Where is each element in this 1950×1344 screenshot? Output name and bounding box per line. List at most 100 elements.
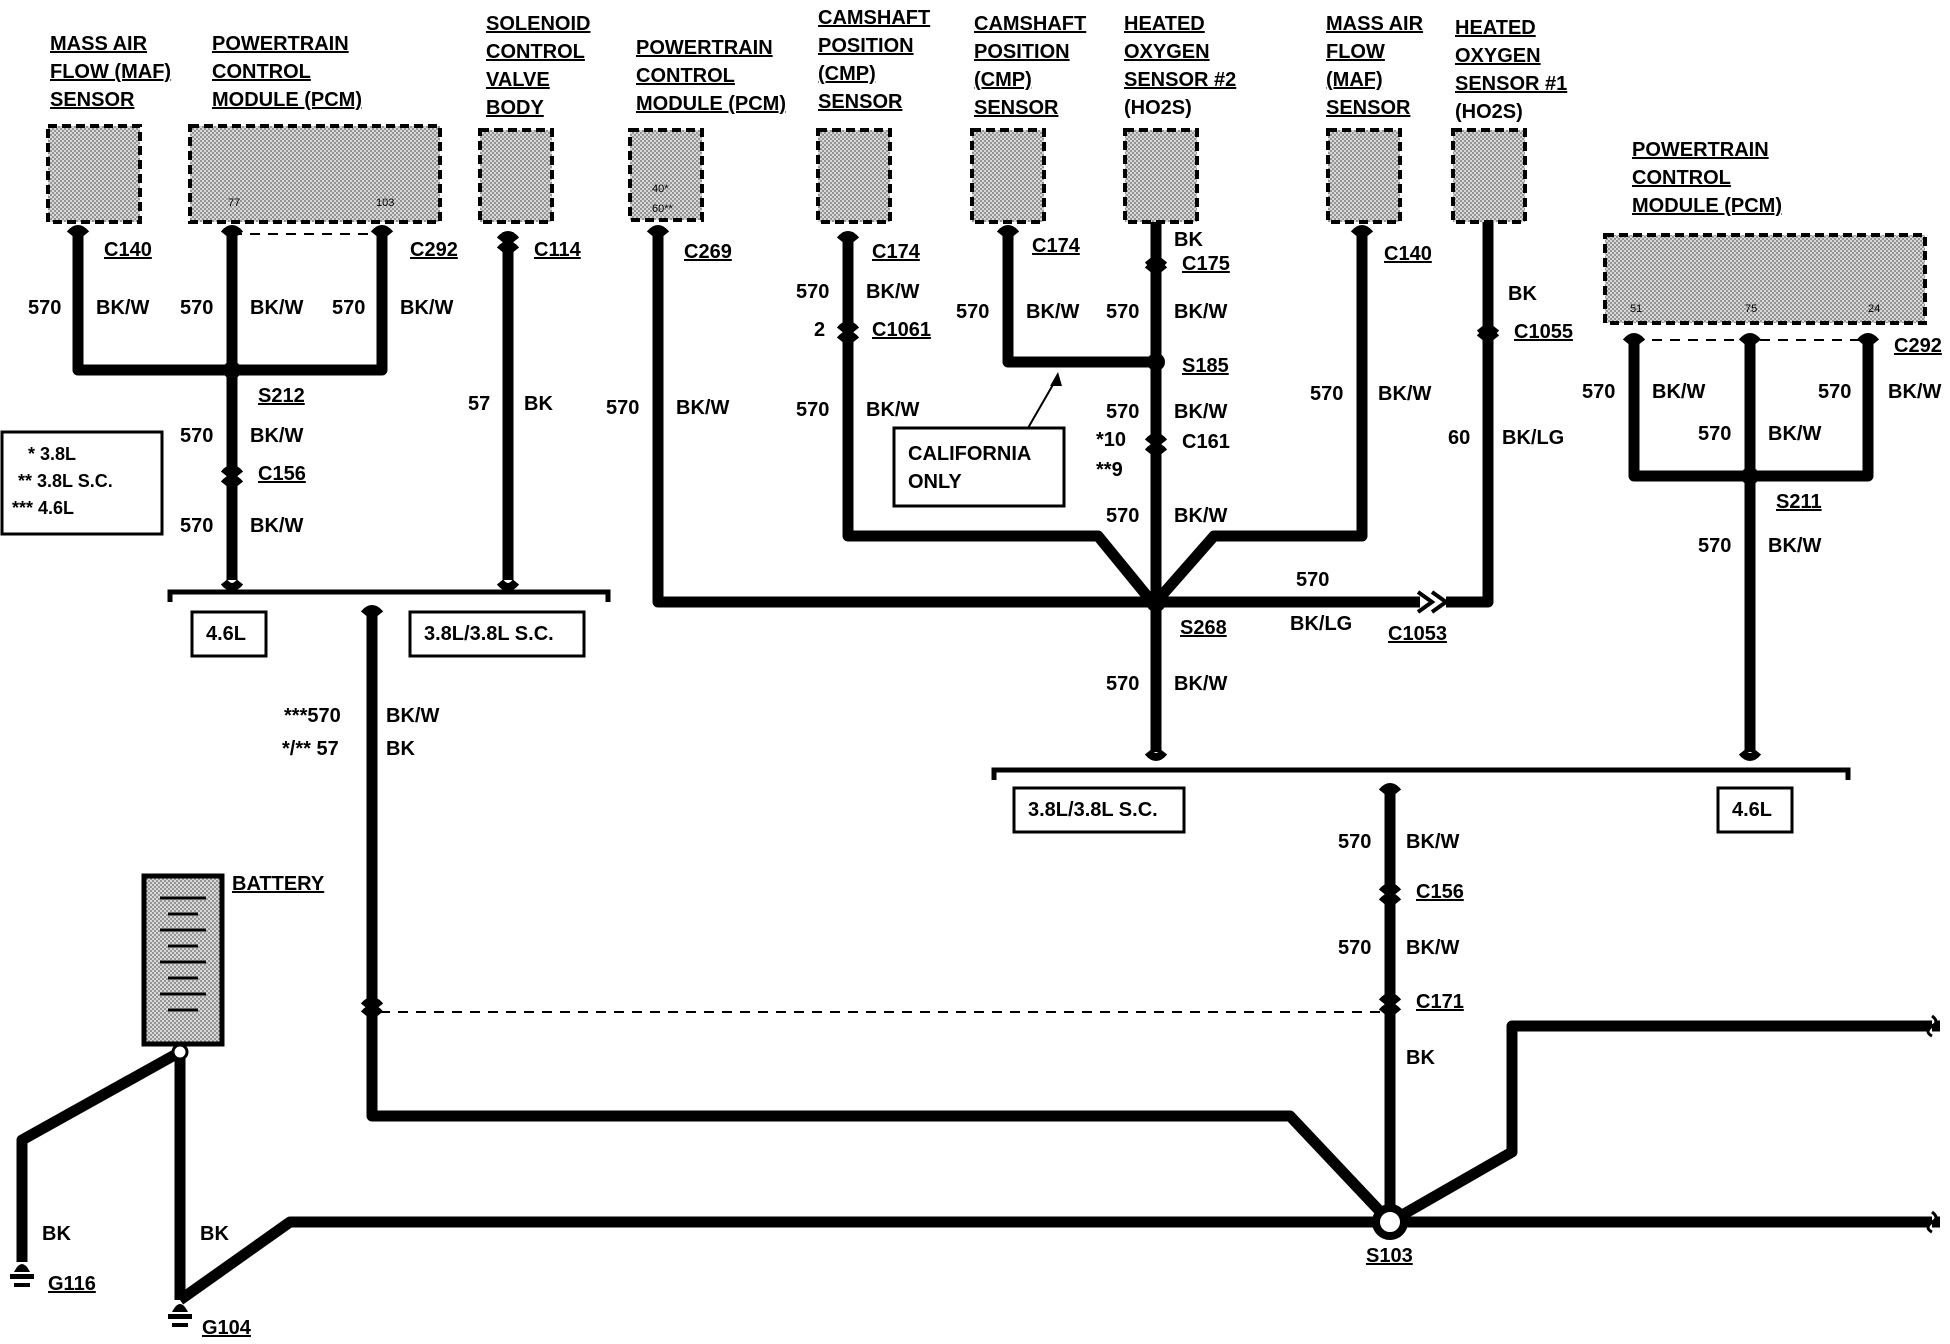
ho2s-2-title: HEATED OXYGEN SENSOR #2 (HO2S) [1124, 13, 1236, 119]
connector-c174a-label: C174 [872, 241, 921, 263]
wire-label-circuit: 570 [1818, 381, 1851, 403]
svg-text:(HO2S): (HO2S) [1455, 101, 1523, 123]
svg-text:MODULE (PCM): MODULE (PCM) [212, 89, 362, 111]
connector-c292a-mark [370, 225, 394, 237]
variant-box-left-38 [408, 610, 586, 658]
connector-c156a-mark [220, 465, 244, 487]
wire-label-color: BK/LG [1290, 613, 1352, 635]
svg-text:OXYGEN: OXYGEN [1455, 45, 1541, 67]
wire-label-color: BK [200, 1223, 229, 1245]
svg-text:CAMSHAFT: CAMSHAFT [974, 13, 1086, 35]
wire-label-color: BK/W [1768, 423, 1821, 445]
svg-text:(CMP): (CMP) [818, 63, 876, 85]
wire-label-color: BK/W [1174, 301, 1227, 323]
svg-text:MODULE (PCM): MODULE (PCM) [636, 93, 786, 115]
ground-g104-icon [168, 1304, 192, 1327]
variant-label: 4.6L [1732, 799, 1772, 821]
splice-s103 [1372, 1204, 1408, 1240]
wire-maf-right [1151, 232, 1368, 606]
connector-c174a-mark [836, 231, 860, 243]
wire-label-color: BK [1406, 1047, 1435, 1069]
wire-label-color: BK/W [866, 281, 919, 303]
wire-label-circuit: 570 [796, 399, 829, 421]
cmp-sensor-2 [970, 128, 1046, 224]
svg-text:SOLENOID: SOLENOID [486, 13, 590, 35]
ho2s-1-title: HEATED OXYGEN SENSOR #1 (HO2S) [1455, 17, 1567, 123]
wire-battery-g116 [16, 1047, 183, 1262]
variant-box-right-38 [1012, 786, 1186, 834]
wire-break-icon [1926, 1210, 1938, 1234]
wire-label-circuit: 570 [1296, 569, 1329, 591]
connector-c161-label: C161 [1182, 431, 1230, 453]
connector-c292a-mark [220, 225, 244, 237]
splice-s212 [223, 361, 241, 379]
wire-label-color: BK/W [676, 397, 729, 419]
svg-text:FLOW (MAF): FLOW (MAF) [50, 61, 171, 83]
wire-label-color: BK/W [1406, 831, 1459, 853]
legend-box [0, 430, 164, 536]
wire-label-circuit: 570 [606, 397, 639, 419]
svg-text:FLOW: FLOW [1326, 41, 1385, 63]
wire-label-color: BK [524, 393, 553, 415]
wire-label-circuit: 570 [1698, 535, 1731, 557]
battery-terminal [171, 1043, 189, 1061]
variant-bus-right [991, 767, 1851, 780]
svg-text:SENSOR: SENSOR [1326, 97, 1411, 119]
wire-label-color: BK/W [250, 515, 303, 537]
wire-label-circuit: 570 [1698, 423, 1731, 445]
connector-c174b-mark [996, 225, 1020, 237]
wire-label-circuit: 570 [1338, 937, 1371, 959]
connector-c269-label: C269 [684, 241, 732, 263]
legend-item: * 3.8L [28, 444, 76, 464]
wire-label-circuit: 570 [1106, 301, 1139, 323]
california-note: CALIFORNIA [908, 443, 1031, 465]
wire-label-color: BK/W [386, 705, 439, 727]
wire-label-circuit: 60 [1448, 427, 1470, 449]
wire-label-circuit: */** 57 [282, 738, 339, 760]
svg-text:POSITION: POSITION [818, 35, 914, 57]
splice-s185 [1147, 353, 1165, 371]
wire-label-color: BK [386, 738, 415, 760]
connector-c174b-label: C174 [1032, 235, 1081, 257]
ho2s-2 [1123, 128, 1199, 224]
wire-label-color: BK [1174, 229, 1203, 251]
wire-label-circuit: 57 [468, 393, 490, 415]
svg-text:CONTROL: CONTROL [486, 41, 585, 63]
bus-connector-mark [360, 605, 384, 617]
connector-c140a-mark [66, 225, 90, 237]
connector-c156b-label: C156 [1416, 881, 1464, 903]
pcm-right-pin: 75 [1745, 303, 1757, 315]
battery-label: BATTERY [232, 873, 325, 895]
connector-c292b-mark [1622, 333, 1880, 345]
variant-label: 4.6L [206, 623, 246, 645]
bus-connector-mark [1738, 749, 1762, 761]
wire-label-color: BK/W [1174, 505, 1227, 527]
svg-text:POWERTRAIN: POWERTRAIN [212, 33, 349, 55]
connector-c171-mark [1378, 993, 1402, 1015]
splice-s211 [1741, 467, 1759, 485]
maf-left-title: MASS AIR FLOW (MAF) SENSOR [50, 33, 171, 111]
svg-text:SENSOR: SENSOR [50, 89, 135, 111]
wire-label-circuit: 570 [956, 301, 989, 323]
bus-connector-mark [1378, 783, 1402, 795]
svg-text:MASS AIR: MASS AIR [50, 33, 148, 55]
wire-label-color: BK/W [400, 297, 453, 319]
wire-label-circuit: ***570 [284, 705, 341, 727]
wire-label-color: BK [1508, 283, 1537, 305]
wire-cmp-2 [1002, 232, 1156, 368]
connector-c292b-label: C292 [1894, 335, 1942, 357]
wire-pcm-mid [652, 232, 1152, 608]
svg-text:MASS AIR: MASS AIR [1326, 13, 1424, 35]
wire-break-icon [1926, 1014, 1938, 1038]
wire-s103-upper-right [1387, 1020, 1940, 1227]
pcm-right-title: POWERTRAIN CONTROL MODULE (PCM) [1632, 139, 1782, 217]
connector-c1061-label: C1061 [872, 319, 931, 341]
arrowhead-icon [1050, 372, 1062, 386]
pcm-mid-pin: 60** [652, 203, 674, 215]
wire-label-color: BK/W [1768, 535, 1821, 557]
cmp-2-title: CAMSHAFT POSITION (CMP) SENSOR [974, 13, 1086, 119]
wire-label-color: BK/W [1888, 381, 1941, 403]
splice-s185-label: S185 [1182, 355, 1229, 377]
svg-text:HEATED: HEATED [1124, 13, 1205, 35]
